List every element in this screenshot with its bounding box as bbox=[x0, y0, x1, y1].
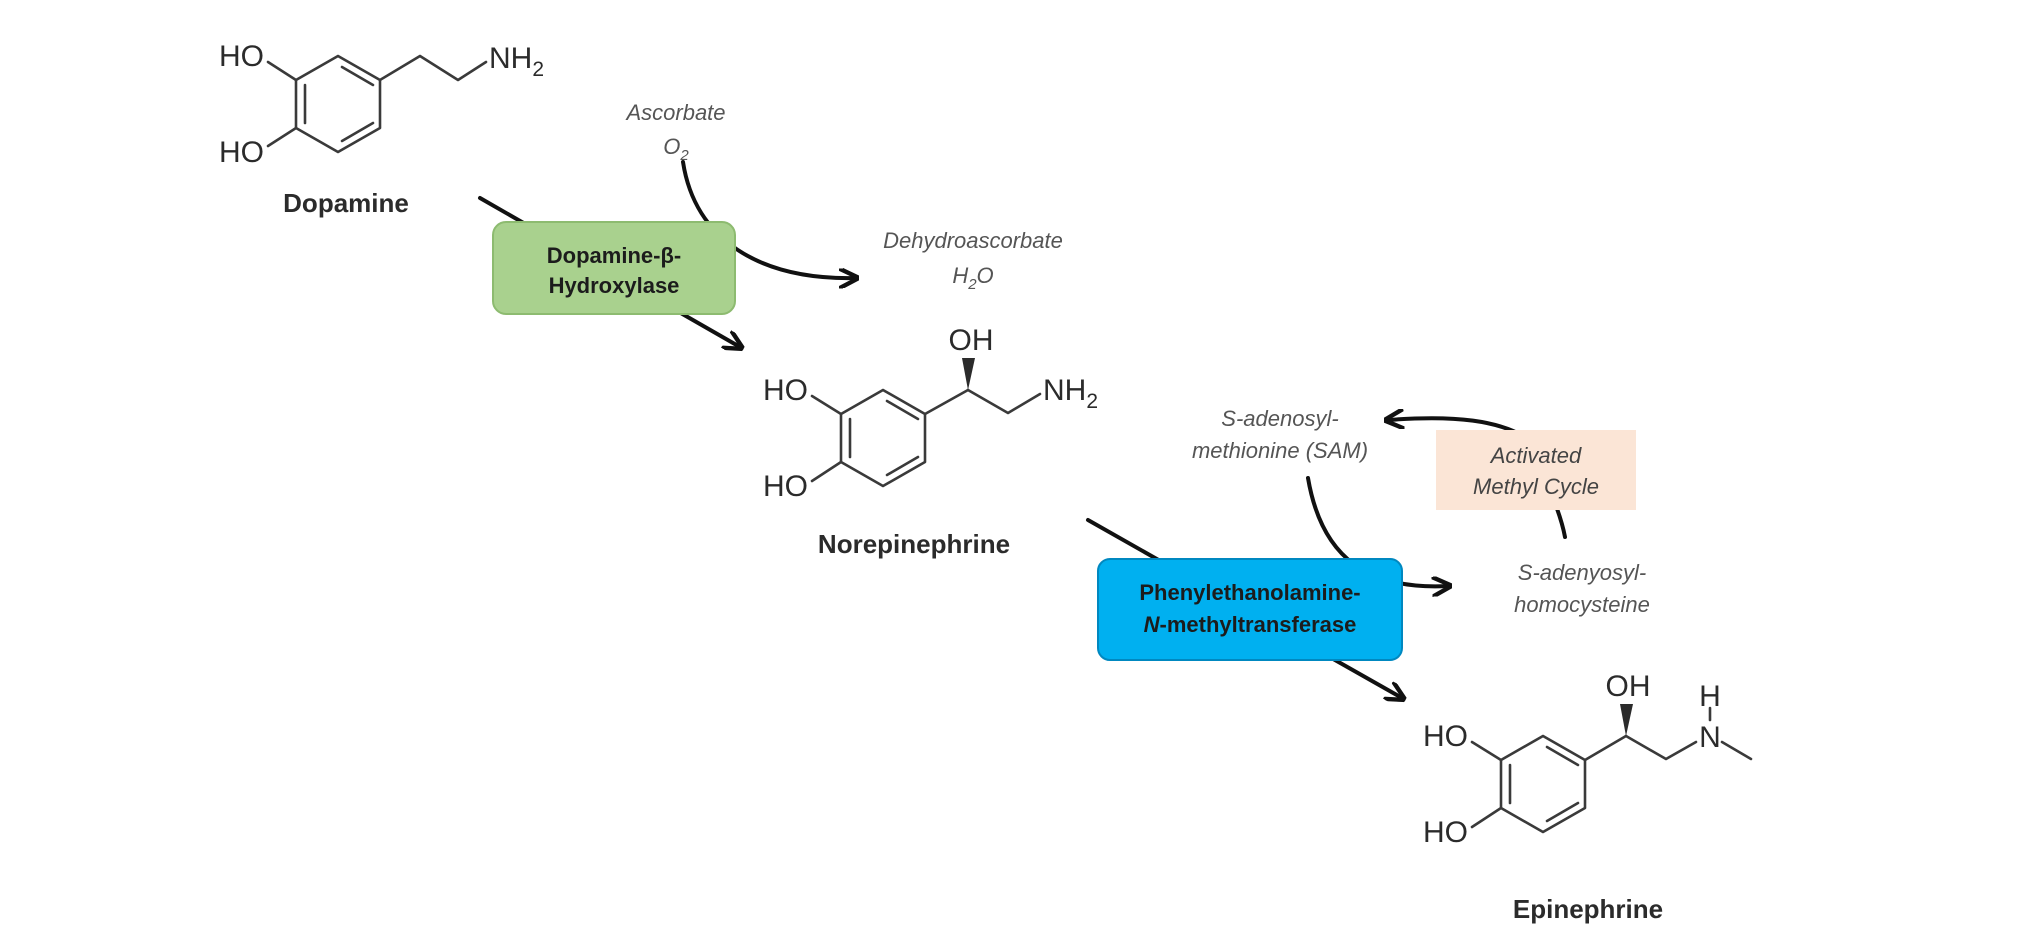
sah-cofactor: S-adenyosyl- homocysteine bbox=[1514, 560, 1650, 617]
pnmt-enzyme-line1: Phenylethanolamine- bbox=[1139, 580, 1360, 605]
dbh-enzyme-line2: Hydroxylase bbox=[549, 273, 680, 298]
epinephrine-h: H bbox=[1699, 680, 1721, 713]
sah-label-line1: S-adenyosyl- bbox=[1518, 560, 1646, 585]
dopamine-ring bbox=[294, 54, 382, 154]
ascorbate-label: Ascorbate bbox=[624, 100, 725, 125]
dbh-cofactors-in: Ascorbate O2 bbox=[624, 100, 725, 164]
epinephrine-structure: OH HO HO H N Epinephrine bbox=[1423, 670, 1753, 924]
dopamine-structure: HO HO NH2 Dopamine bbox=[219, 40, 544, 218]
norepinephrine-bond-oh2 bbox=[810, 460, 843, 483]
epinephrine-ring bbox=[1499, 734, 1587, 834]
norepinephrine-bond-c1 bbox=[923, 388, 970, 416]
epinephrine-n: N bbox=[1699, 721, 1721, 754]
norepinephrine-side-chain bbox=[966, 388, 1042, 415]
epinephrine-bond-c1 bbox=[1583, 734, 1628, 762]
epinephrine-ho-bottom: HO bbox=[1423, 816, 1468, 849]
pnmt-enzyme-box: Phenylethanolamine- N-methyltransferase bbox=[1097, 558, 1403, 661]
sah-label-line2: homocysteine bbox=[1514, 592, 1650, 617]
dopamine-label: Dopamine bbox=[283, 188, 409, 218]
dbh-enzyme-line1: Dopamine-β- bbox=[547, 243, 681, 268]
sam-cofactor: S-adenosyl- methionine (SAM) bbox=[1192, 406, 1368, 463]
norepinephrine-label: Norepinephrine bbox=[818, 529, 1010, 559]
methyl-cycle-box: Activated Methyl Cycle bbox=[1436, 430, 1636, 510]
norepinephrine-ring bbox=[839, 388, 927, 488]
o2-label: O2 bbox=[663, 134, 689, 164]
norepinephrine-nh2: NH2 bbox=[1043, 374, 1098, 413]
norepinephrine-wedge-bond bbox=[962, 358, 975, 390]
dbh-enzyme-box: Dopamine-β- Hydroxylase bbox=[492, 221, 736, 315]
norepinephrine-bond-oh1 bbox=[810, 394, 843, 416]
epinephrine-ho-top: HO bbox=[1423, 720, 1468, 753]
pnmt-enzyme-line2: N-methyltransferase bbox=[1144, 612, 1357, 637]
methyl-cycle-line2: Methyl Cycle bbox=[1473, 474, 1599, 499]
h2o-label: H2O bbox=[952, 263, 993, 293]
epinephrine-methyl-bond bbox=[1720, 740, 1753, 761]
epinephrine-label: Epinephrine bbox=[1513, 894, 1663, 924]
dehydroascorbate-label: Dehydroascorbate bbox=[883, 228, 1063, 253]
dopamine-side-chain bbox=[378, 54, 488, 82]
norepinephrine-oh: OH bbox=[949, 324, 994, 357]
epinephrine-side-chain bbox=[1624, 734, 1698, 761]
norepinephrine-ho-bottom: HO bbox=[763, 470, 808, 503]
dopamine-bond-oh1 bbox=[266, 60, 298, 82]
epinephrine-oh: OH bbox=[1606, 670, 1651, 703]
epinephrine-wedge-bond bbox=[1620, 704, 1633, 736]
dbh-cofactor-arrow bbox=[681, 160, 855, 278]
dopamine-bond-oh2 bbox=[266, 126, 298, 148]
methyl-cycle-line1: Activated bbox=[1489, 443, 1582, 468]
sam-label-line2: methionine (SAM) bbox=[1192, 438, 1368, 463]
norepinephrine-structure: OH HO HO NH2 Norepinephrine bbox=[763, 324, 1098, 559]
dopamine-nh2: NH2 bbox=[489, 42, 544, 81]
norepinephrine-ho-top: HO bbox=[763, 374, 808, 407]
dbh-cofactors-out: Dehydroascorbate H2O bbox=[883, 228, 1063, 293]
epinephrine-bond-oh1 bbox=[1470, 740, 1503, 762]
dopamine-ho-bottom: HO bbox=[219, 136, 264, 169]
dopamine-ho-top: HO bbox=[219, 40, 264, 73]
sam-label-line1: S-adenosyl- bbox=[1221, 406, 1338, 431]
epinephrine-bond-oh2 bbox=[1470, 806, 1503, 829]
